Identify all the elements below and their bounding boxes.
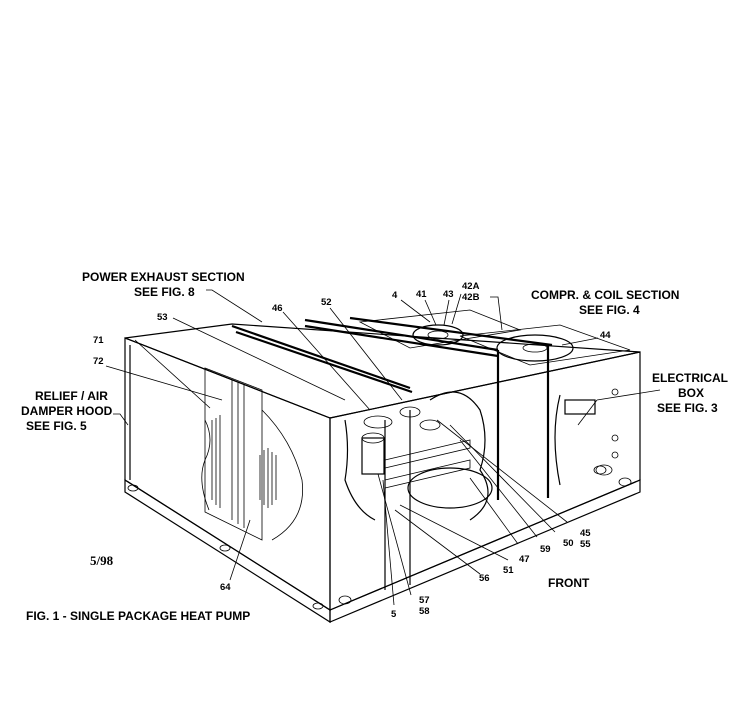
panel-screw (611, 388, 619, 396)
top-access-panel (358, 309, 522, 349)
divider-rail-edge (304, 324, 499, 358)
base-hole (618, 477, 632, 487)
callout-4: 4 (392, 290, 398, 301)
callout-72: 72 (93, 356, 104, 367)
elec-knockout (595, 464, 613, 476)
condenser-fan-shroud (496, 334, 574, 362)
front-label: FRONT (548, 576, 590, 590)
callout-53: 53 (157, 312, 168, 323)
callout-71: 71 (93, 335, 104, 346)
electrical-box-ref: SEE FIG. 3 (657, 401, 718, 415)
power-exhaust-ref: SEE FIG. 8 (134, 285, 195, 299)
exhaust-rail-edge (235, 330, 413, 394)
hood-cutaway (201, 419, 211, 511)
callout-42a: 42A (462, 281, 480, 292)
condenser-fan-hub (522, 343, 548, 353)
callout-5: 5 (391, 609, 397, 620)
relief-hood-ref: SEE FIG. 5 (26, 419, 87, 433)
relief-hood-label: RELIEF / AIR (35, 389, 108, 403)
base-hole (127, 484, 139, 492)
electrical-box-label-2: BOX (678, 386, 704, 400)
pulley-3 (419, 419, 441, 431)
blower-shelf (384, 439, 471, 469)
condenser-panel (459, 324, 631, 366)
callout-51: 51 (503, 565, 514, 576)
unit-front-face (329, 351, 641, 611)
callout-52: 52 (321, 297, 332, 308)
callout-47: 47 (519, 554, 530, 565)
base-hole (219, 544, 231, 552)
leader-lines (105, 289, 661, 606)
exhaust-rail (231, 324, 411, 390)
blower-cutaway-right (429, 391, 489, 521)
callout-64: 64 (220, 582, 231, 593)
base-hole (338, 595, 352, 605)
compr-coil-label: COMPR. & COIL SECTION (531, 288, 679, 302)
callout-55: 55 (580, 539, 591, 550)
blower-rail (384, 459, 471, 489)
compr-coil-ref: SEE FIG. 4 (579, 303, 640, 317)
blower-wheel (407, 467, 493, 509)
louvers (211, 380, 277, 528)
callout-45: 45 (580, 528, 591, 539)
figure-caption: FIG. 1 - SINGLE PACKAGE HEAT PUMP (26, 609, 250, 623)
callout-43: 43 (443, 289, 454, 300)
roof-rails (231, 309, 631, 500)
elec-component (564, 399, 596, 415)
panel-screw (611, 434, 619, 442)
blower-section (344, 391, 493, 590)
electrical-box (554, 388, 619, 486)
divider-rail (304, 318, 499, 352)
unit-left-face (124, 337, 331, 612)
elec-cutaway (554, 394, 561, 486)
damper-door (204, 367, 263, 541)
divider-rail-2 (349, 316, 553, 347)
panel-screw (611, 451, 619, 459)
callout-46: 46 (272, 303, 283, 314)
base-hole (312, 602, 324, 610)
fan-hub (427, 330, 449, 340)
power-exhaust-label: POWER EXHAUST SECTION (82, 270, 245, 284)
blower-motor (361, 437, 385, 475)
electrical-box-label: ELECTRICAL (652, 371, 728, 385)
callout-44: 44 (600, 330, 611, 341)
top-fans (412, 324, 574, 362)
damper-cutaway (261, 409, 304, 541)
callout-58: 58 (419, 606, 430, 617)
callout-42b: 42B (462, 292, 480, 303)
relief-hood-label-2: DAMPER HOOD (21, 404, 113, 418)
callout-57: 57 (419, 595, 430, 606)
callout-56: 56 (479, 573, 490, 584)
motor-top (361, 432, 385, 444)
callout-50: 50 (563, 538, 574, 549)
damper-hood (129, 345, 304, 541)
fan-shroud (412, 324, 464, 346)
callout-41: 41 (416, 289, 427, 300)
pulley (363, 415, 393, 429)
blower-cutaway-left (344, 419, 376, 521)
base-rail-front (329, 479, 641, 623)
revision-date: 5/98 (90, 553, 114, 568)
callout-59: 59 (540, 544, 551, 555)
